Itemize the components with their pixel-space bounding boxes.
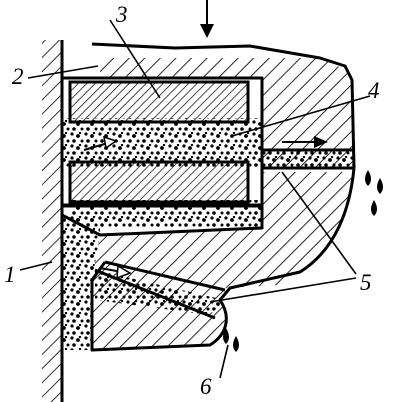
- label-6: 6: [200, 374, 212, 399]
- coolant-droplets: [223, 170, 383, 352]
- label-3: 3: [115, 2, 128, 27]
- nozzle-insert: [60, 76, 264, 208]
- label-4: 4: [368, 78, 380, 103]
- leader-lines: [19, 19, 371, 379]
- label-1: 1: [4, 262, 16, 287]
- label-2: 2: [12, 64, 24, 89]
- wall: [42, 40, 64, 402]
- label-5: 5: [360, 270, 372, 295]
- flow-arrows: [83, 0, 328, 280]
- upper-body: [92, 44, 354, 168]
